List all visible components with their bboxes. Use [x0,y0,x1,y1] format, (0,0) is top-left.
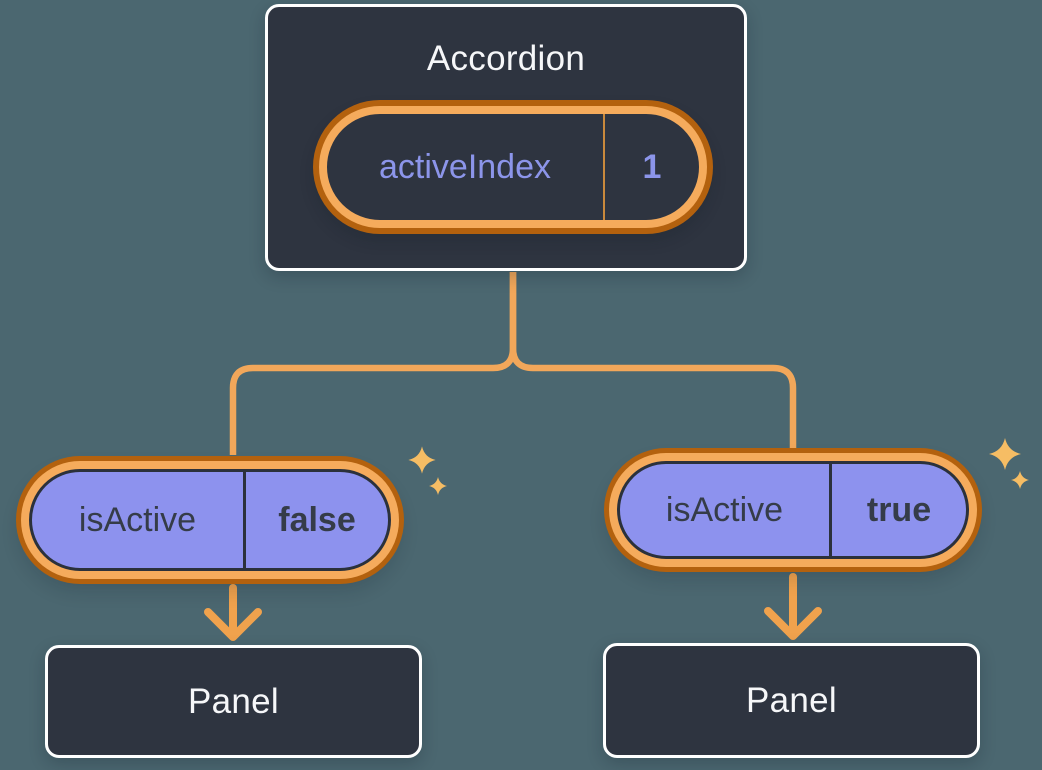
sparkle-icon [989,438,1029,489]
state-value: 1 [642,147,662,186]
sparkle-icon [408,446,447,495]
panel-component-box-right: Panel [603,643,980,758]
pill-divider [603,114,605,220]
pill-divider [243,472,246,568]
connector-branch-left [229,272,517,455]
prop-pill-isactive-left: isActive false [29,469,391,571]
down-arrow-icon [204,584,262,641]
component-title: Panel [745,680,838,720]
state-name: activeIndex [379,147,551,186]
component-title: Accordion [426,39,586,78]
panel-component-box-left: Panel [45,645,422,758]
component-title: Panel [187,681,280,721]
prop-name: isActive [78,500,197,539]
prop-value: true [866,490,932,529]
down-arrow-icon [764,573,822,640]
state-pill-activeindex: activeIndex 1 [319,106,707,228]
pill-divider [829,464,832,556]
prop-value: false [278,500,356,539]
connector-branch-right [509,272,797,449]
accordion-component-box: Accordion activeIndex 1 [265,4,747,271]
prop-pill-isactive-right: isActive true [617,461,969,559]
prop-name: isActive [665,490,784,529]
